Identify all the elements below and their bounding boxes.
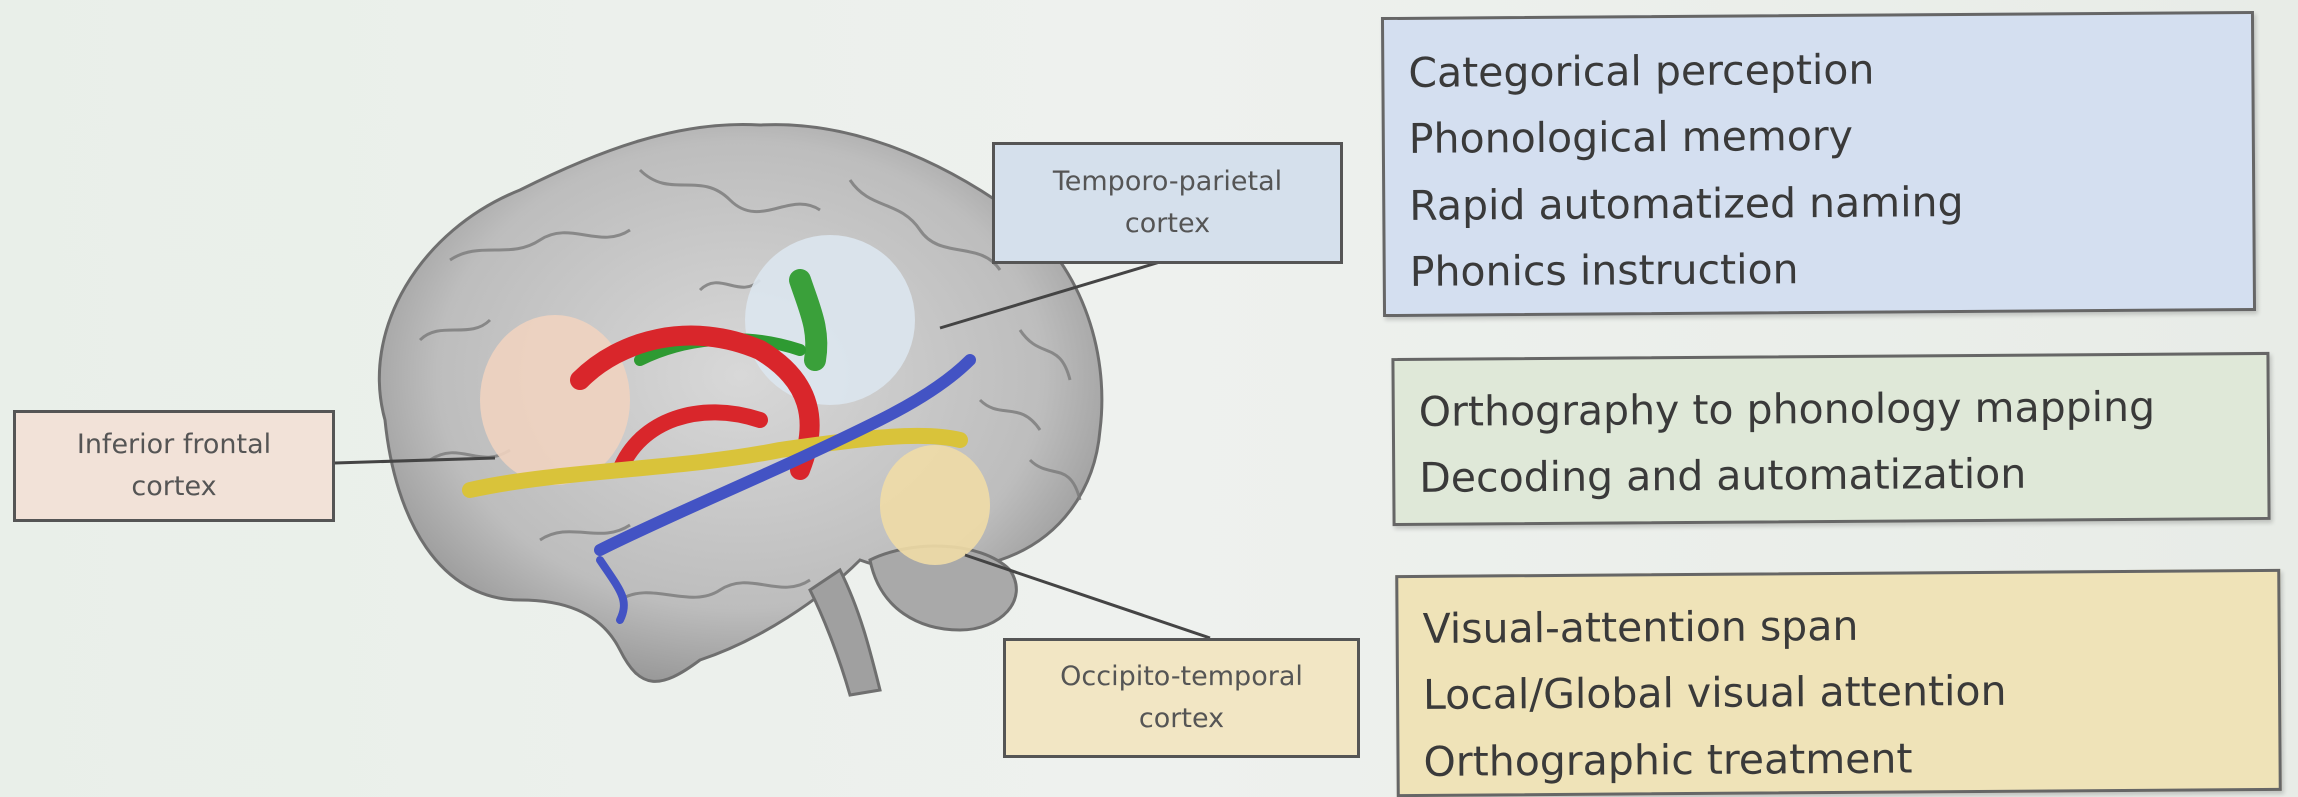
function-item: Decoding and automatization: [1419, 440, 2243, 512]
function-item: Visual-attention span: [1422, 590, 2253, 662]
function-item: Orthographic treatment: [1423, 723, 2254, 795]
function-item: Orthography to phonology mapping: [1419, 373, 2243, 445]
connector-temporo-parietal: [940, 262, 1160, 328]
label-occipito-temporal: Occipito-temporal cortex: [1003, 638, 1360, 758]
function-group-visual: Visual-attention span Local/Global visua…: [1395, 569, 2282, 797]
function-item: Categorical perception: [1408, 34, 2227, 106]
label-temporo-parietal: Temporo-parietal cortex: [992, 142, 1343, 264]
function-item: Phonics instruction: [1410, 233, 2229, 305]
label-inferior-frontal: Inferior frontal cortex: [13, 410, 335, 522]
function-group-decoding: Orthography to phonology mapping Decodin…: [1391, 352, 2270, 526]
function-group-phonological: Categorical perception Phonological memo…: [1381, 11, 2256, 317]
function-item: Phonological memory: [1409, 101, 2228, 173]
function-item: Rapid automatized naming: [1409, 167, 2228, 239]
connector-inferior-frontal: [335, 458, 495, 463]
function-item: Local/Global visual attention: [1423, 657, 2254, 729]
connector-occipito-temporal: [965, 555, 1210, 638]
